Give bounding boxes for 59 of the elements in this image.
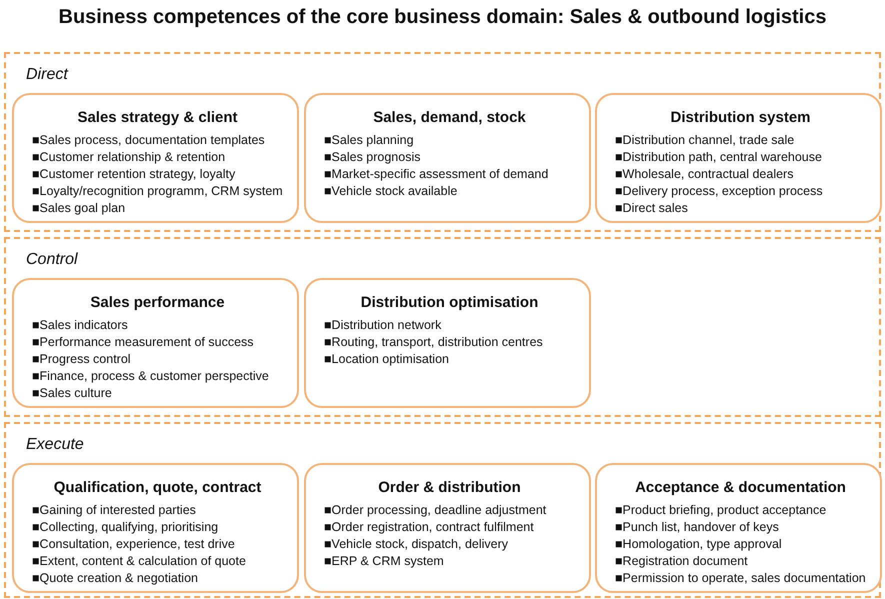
bullet-item: ■Vehicle stock available xyxy=(324,183,458,200)
card-heading: Order & distribution xyxy=(377,479,522,496)
competence-card xyxy=(595,93,882,223)
bullet-item: ■Consultation, experience, test drive xyxy=(32,536,236,553)
bullet-item: ■Sales indicators xyxy=(32,317,129,334)
card-heading: Sales strategy & client xyxy=(76,109,239,126)
bullet-item: ■Sales planning xyxy=(324,132,415,149)
competence-card xyxy=(12,463,299,593)
card-heading: Qualification, quote, contract xyxy=(52,479,262,496)
bullet-item: ■Distribution path, central warehouse xyxy=(615,149,823,166)
bullet-item: ■Order registration, contract fulfilment xyxy=(324,519,535,536)
bullet-item: ■Sales prognosis xyxy=(324,149,422,166)
bullet-item: ■Permission to operate, sales documentation xyxy=(615,570,867,587)
competence-card xyxy=(304,278,591,408)
card-heading: Sales performance xyxy=(89,294,226,311)
bullet-item: ■Customer retention strategy, loyalty xyxy=(32,166,236,183)
section-label: Direct xyxy=(26,66,68,84)
competence-card xyxy=(304,93,591,223)
section-band xyxy=(4,422,881,598)
bullet-item: ■Direct sales xyxy=(615,200,689,217)
bullet-item: ■Customer relationship & retention xyxy=(32,149,226,166)
bullet-item: ■Product briefing, product acceptance xyxy=(615,502,828,519)
section-band xyxy=(4,52,881,232)
bullet-item: ■Registration document xyxy=(615,553,749,570)
bullet-item: ■Wholesale, contractual dealers xyxy=(615,166,794,183)
bullet-item: ■Order processing, deadline adjustment xyxy=(324,502,548,519)
title: Business competences of the core business domain: Sales & outbound logistics xyxy=(58,6,828,29)
bullet-item: ■Distribution network xyxy=(324,317,442,334)
card-heading: Distribution system xyxy=(669,109,812,126)
card-heading: Sales, demand, stock xyxy=(372,109,527,126)
bullet-item: ■Finance, process & customer perspective xyxy=(32,368,270,385)
bullet-item: ■Market-specific assessment of demand xyxy=(324,166,550,183)
bullet-item: ■Quote creation & negotiation xyxy=(32,570,199,587)
card-heading: Acceptance & documentation xyxy=(634,479,847,496)
competence-card xyxy=(595,463,882,593)
bullet-item: ■Punch list, handover of keys xyxy=(615,519,780,536)
competence-card xyxy=(12,278,299,408)
bullet-item: ■Sales goal plan xyxy=(32,200,126,217)
section-label: Execute xyxy=(26,436,84,454)
bullet-item: ■Sales process, documentation templates xyxy=(32,132,266,149)
bullet-item: ■Delivery process, exception process xyxy=(615,183,824,200)
bullet-item: ■Gaining of interested parties xyxy=(32,502,197,519)
bullet-item: ■Sales culture xyxy=(32,385,113,402)
competence-card xyxy=(12,93,299,223)
bullet-item: ■Extent, content & calculation of quote xyxy=(32,553,247,570)
section-band xyxy=(4,237,881,417)
competence-card xyxy=(304,463,591,593)
bullet-item: ■Homologation, type approval xyxy=(615,536,783,553)
bullet-item: ■Routing, transport, distribution centres xyxy=(324,334,544,351)
bullet-item: ■Distribution channel, trade sale xyxy=(615,132,796,149)
bullet-item: ■Progress control xyxy=(32,351,132,368)
bullet-item: ■Loyalty/recognition programm, CRM system xyxy=(32,183,284,200)
card-heading: Distribution optimisation xyxy=(360,294,540,311)
bullet-item: ■Performance measurement of success xyxy=(32,334,255,351)
bullet-item: ■ERP & CRM system xyxy=(324,553,445,570)
bullet-item: ■Collecting, qualifying, prioritising xyxy=(32,519,220,536)
bullet-item: ■Location optimisation xyxy=(324,351,450,368)
bullet-item: ■Vehicle stock, dispatch, delivery xyxy=(324,536,510,553)
section-label: Control xyxy=(26,251,78,269)
